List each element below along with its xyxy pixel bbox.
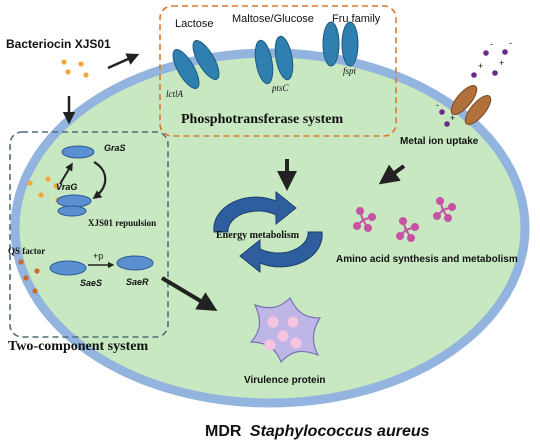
virulence-label: Virulence protein	[244, 375, 326, 386]
ptsc-transporter-1	[254, 39, 274, 85]
gras-protein	[61, 145, 95, 159]
amino-acid-molecules	[353, 197, 456, 242]
pts-system-label: Phosphotransferase system	[181, 112, 343, 127]
saer-protein	[116, 255, 154, 271]
gene-fspt: fspt	[343, 66, 357, 76]
vrag-protein-1	[56, 194, 92, 208]
virulence-dots	[264, 316, 302, 351]
bacteriocin-to-pts-arrow	[107, 53, 140, 70]
energy-cycle	[213, 190, 323, 274]
amino-acid-3	[433, 197, 456, 222]
saes-label: SaeS	[80, 278, 102, 288]
vrag-protein-2	[57, 205, 87, 217]
pts-box	[159, 5, 397, 137]
lactose-transporter-1	[172, 49, 200, 89]
pts-lactose-label: Lactose	[175, 18, 214, 30]
metal-ion-label: Metal ion uptake	[400, 136, 479, 147]
qs-factor-label: QS factor	[8, 246, 45, 256]
title-species: Staphylococcus aureus	[250, 423, 430, 440]
energy-arrow-bottom	[239, 231, 323, 274]
energy-label: Energy metabolism	[216, 230, 300, 241]
fspt-transporter-1	[322, 21, 340, 67]
svg-text:-: -	[436, 100, 439, 110]
ptsc-transporter-2	[274, 35, 294, 81]
pts-maltose-label: Maltose/Glucose	[232, 13, 314, 25]
bacteriocin-label: Bacteriocin XJS01	[6, 37, 111, 51]
saer-label: SaeR	[126, 277, 149, 287]
qs-dots	[18, 259, 40, 294]
tcs-system-label: Two-component system	[8, 339, 148, 354]
amino-label: Amino acid synthesis and metabolism	[336, 254, 518, 265]
metal-ions	[439, 49, 508, 127]
fspt-transporter-2	[341, 21, 359, 67]
bacteriocin-dots	[61, 59, 89, 78]
gras-label: GraS	[104, 143, 126, 153]
repulsion-curve-arrow	[92, 161, 107, 200]
svg-text:+: +	[499, 58, 504, 68]
tcs-box	[9, 131, 169, 338]
virulence-protein-shape	[249, 296, 322, 364]
cell-title: MDR Staphylococcus aureus	[205, 423, 430, 440]
vrag-label: VraG	[56, 182, 77, 192]
gene-lctla: lctlA	[166, 89, 183, 99]
gene-ptsc: ptsC	[271, 83, 290, 93]
metal-ion-channel	[450, 84, 492, 126]
pts-fru-label: Fru family	[332, 13, 381, 25]
svg-text:-: -	[490, 39, 493, 49]
saes-protein	[49, 260, 87, 276]
ion-charges: ++ -- -+	[436, 38, 512, 123]
lactose-transporter-2	[192, 40, 220, 80]
repulsion-label: XJS01 repuulsion	[88, 218, 156, 228]
amino-acid-1	[353, 207, 376, 232]
phospho-label: +p	[93, 251, 103, 261]
svg-text:+: +	[450, 113, 455, 123]
metal-to-amino-arrow	[378, 164, 406, 185]
pts-transporters	[172, 21, 359, 89]
title-prefix: MDR	[205, 423, 242, 440]
saer-to-virulence-arrow	[160, 276, 218, 312]
svg-text:+: +	[478, 61, 483, 71]
amino-acid-2	[396, 217, 419, 242]
gras-to-vrag-arrow	[59, 162, 73, 185]
svg-text:-: -	[509, 38, 512, 48]
energy-arrow-top	[213, 190, 297, 233]
